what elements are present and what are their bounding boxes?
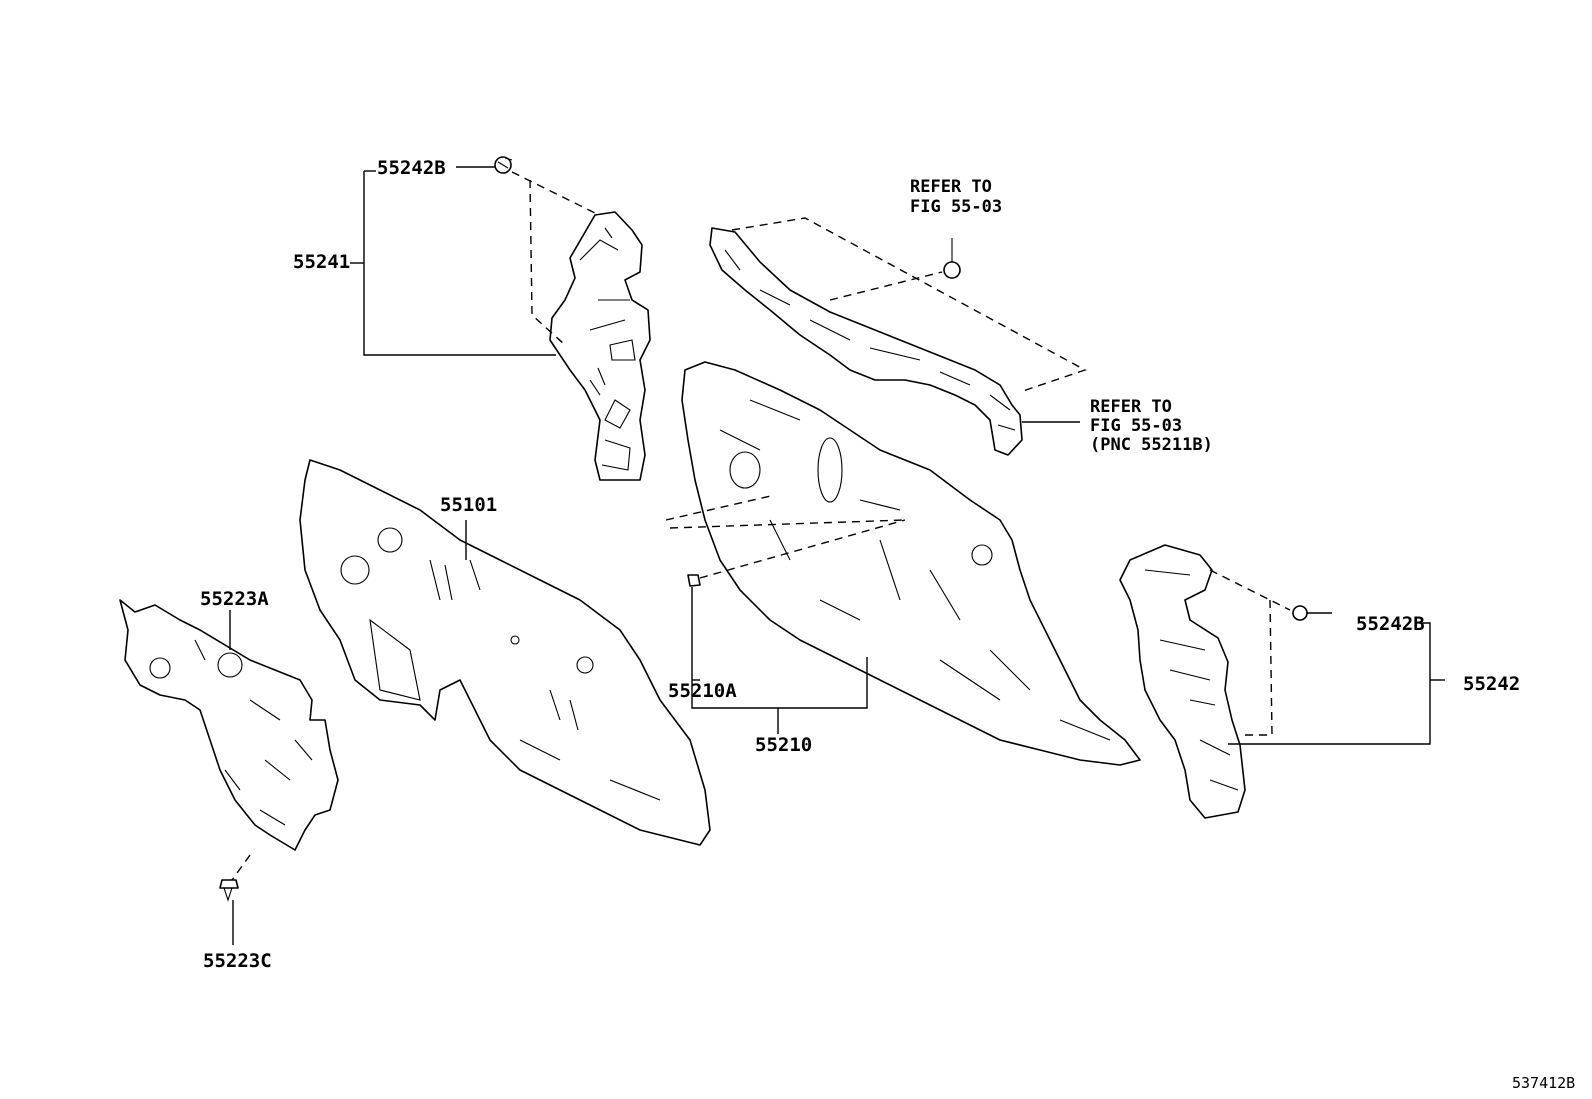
label-55223A[interactable]: 55223A bbox=[200, 588, 269, 610]
part-55101-dash-panel[interactable] bbox=[299, 459, 711, 846]
clip-55242B-right[interactable] bbox=[1292, 605, 1308, 621]
label-55101[interactable]: 55101 bbox=[440, 494, 498, 516]
part-55242-silencer[interactable] bbox=[1119, 544, 1246, 819]
figure-id: 537412B bbox=[1512, 1074, 1576, 1092]
leader-lines bbox=[229, 166, 1445, 945]
label-55210A[interactable]: 55210A bbox=[668, 680, 737, 702]
label-55210[interactable]: 55210 bbox=[755, 734, 813, 756]
refer-note-top-line2[interactable]: FIG 55-03 bbox=[910, 197, 1003, 217]
label-55242B-left[interactable]: 55242B bbox=[377, 157, 446, 179]
clip-55242B-left[interactable] bbox=[494, 156, 513, 174]
label-55223C[interactable]: 55223C bbox=[203, 950, 272, 972]
refer-note-right-line1: REFER TO bbox=[1090, 397, 1172, 417]
clip-upper-refer[interactable] bbox=[943, 238, 961, 279]
refer-note-right-line2[interactable]: FIG 55-03 bbox=[1090, 416, 1183, 436]
part-55210-dash-silencer[interactable] bbox=[681, 361, 1141, 766]
clip-55210A[interactable] bbox=[687, 574, 701, 587]
part-55223A-insulator[interactable] bbox=[119, 599, 339, 851]
clip-55223C[interactable] bbox=[219, 879, 239, 902]
label-55242B-right[interactable]: 55242B bbox=[1356, 613, 1425, 635]
refer-note-top-line1: REFER TO bbox=[910, 177, 992, 197]
part-55241-silencer[interactable] bbox=[549, 211, 651, 481]
assembly-dashed-lines bbox=[231, 171, 1291, 881]
refer-note-right-line3: (PNC 55211B) bbox=[1090, 435, 1213, 455]
label-55241[interactable]: 55241 bbox=[293, 251, 351, 273]
part-55211B-upper-panel[interactable] bbox=[709, 227, 1023, 456]
label-55242[interactable]: 55242 bbox=[1463, 673, 1521, 695]
